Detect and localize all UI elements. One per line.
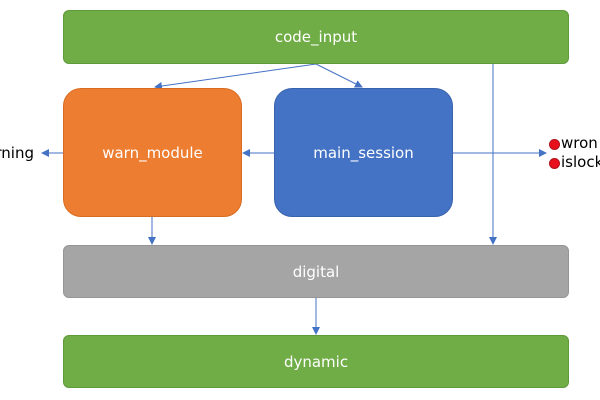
dynamic-label: dynamic <box>283 352 349 371</box>
code-input-label: code_input <box>274 28 358 46</box>
islock-indicator-dot <box>549 158 560 169</box>
warn-module-block: warn_module <box>63 88 242 217</box>
warn-module-label: warn_module <box>102 143 203 162</box>
wrong-output-label: wron <box>561 134 598 152</box>
digital-block: digital <box>63 245 569 298</box>
main-session-label: main_session <box>313 143 414 162</box>
code-input-block: code_input <box>63 10 569 64</box>
islock-output-label: islock <box>561 153 600 171</box>
digital-label: digital <box>292 262 340 281</box>
dynamic-block: dynamic <box>63 335 569 388</box>
arrow-code-to-main <box>315 63 363 88</box>
main-session-block: main_session <box>274 88 453 217</box>
warning-output-label: rning <box>0 144 34 162</box>
arrow-code-to-warn <box>154 63 317 90</box>
wrong-indicator-dot <box>549 139 560 150</box>
